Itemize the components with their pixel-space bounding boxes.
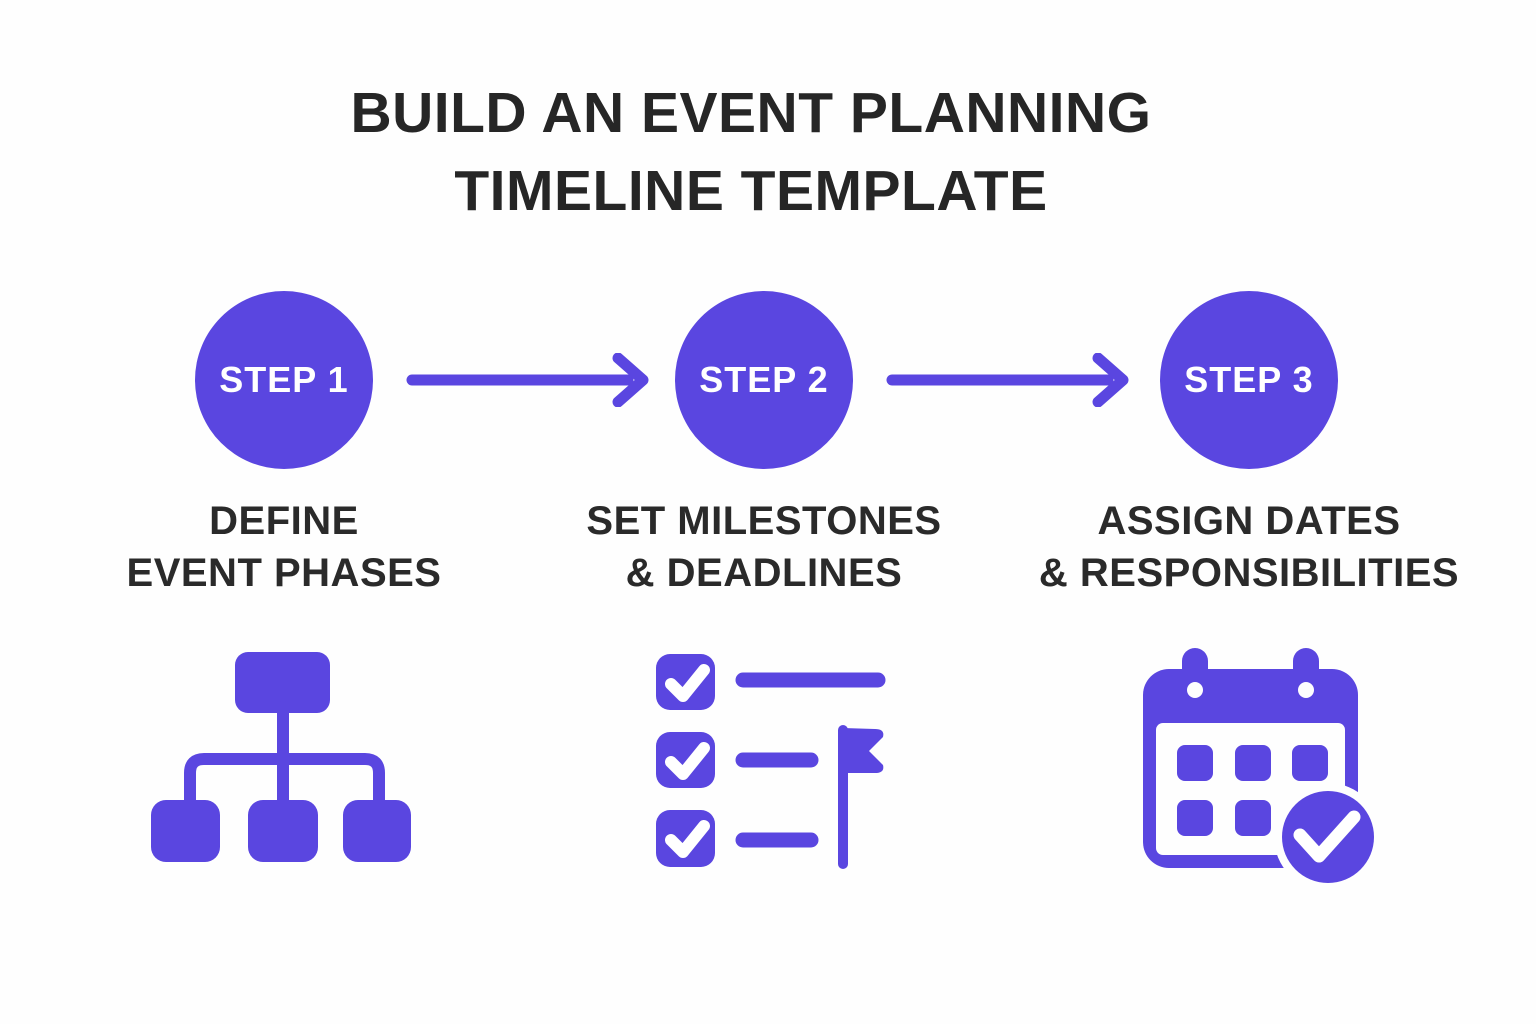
right-arrow-icon <box>886 353 1129 407</box>
step-3-label: ASSIGN DATES & RESPONSIBILITIES <box>1038 499 1460 595</box>
step-2-label: SET MILESTONES & DEADLINES <box>586 499 942 595</box>
step-1-badge-label: STEP 1 <box>219 359 349 400</box>
page-title: BUILD AN EVENT PLANNING TIMELINE TEMPLAT… <box>0 74 1502 230</box>
org-chart-icon <box>151 652 411 862</box>
page-title-line1: BUILD AN EVENT PLANNING <box>350 81 1152 145</box>
checklist-flag-icon <box>656 654 886 869</box>
step-1-column: STEP 1 DEFINE EVENT PHASES <box>54 291 514 599</box>
step-3-column: STEP 3 ASSIGN DATES & RESPONSIBILITIES <box>1019 291 1479 599</box>
step-2-column: STEP 2 SET MILESTONES & DEADLINES <box>534 291 994 599</box>
step-3-badge: STEP 3 <box>1160 291 1338 469</box>
step-1-label: DEFINE EVENT PHASES <box>126 499 442 595</box>
step-1-badge: STEP 1 <box>195 291 373 469</box>
step-2-badge: STEP 2 <box>675 291 853 469</box>
calendar-check-icon <box>1143 648 1382 888</box>
step-3-badge-label: STEP 3 <box>1184 359 1314 400</box>
step-2-badge-label: STEP 2 <box>699 359 829 400</box>
page-title-line2: TIMELINE TEMPLATE <box>454 159 1048 223</box>
right-arrow-icon <box>406 353 649 407</box>
